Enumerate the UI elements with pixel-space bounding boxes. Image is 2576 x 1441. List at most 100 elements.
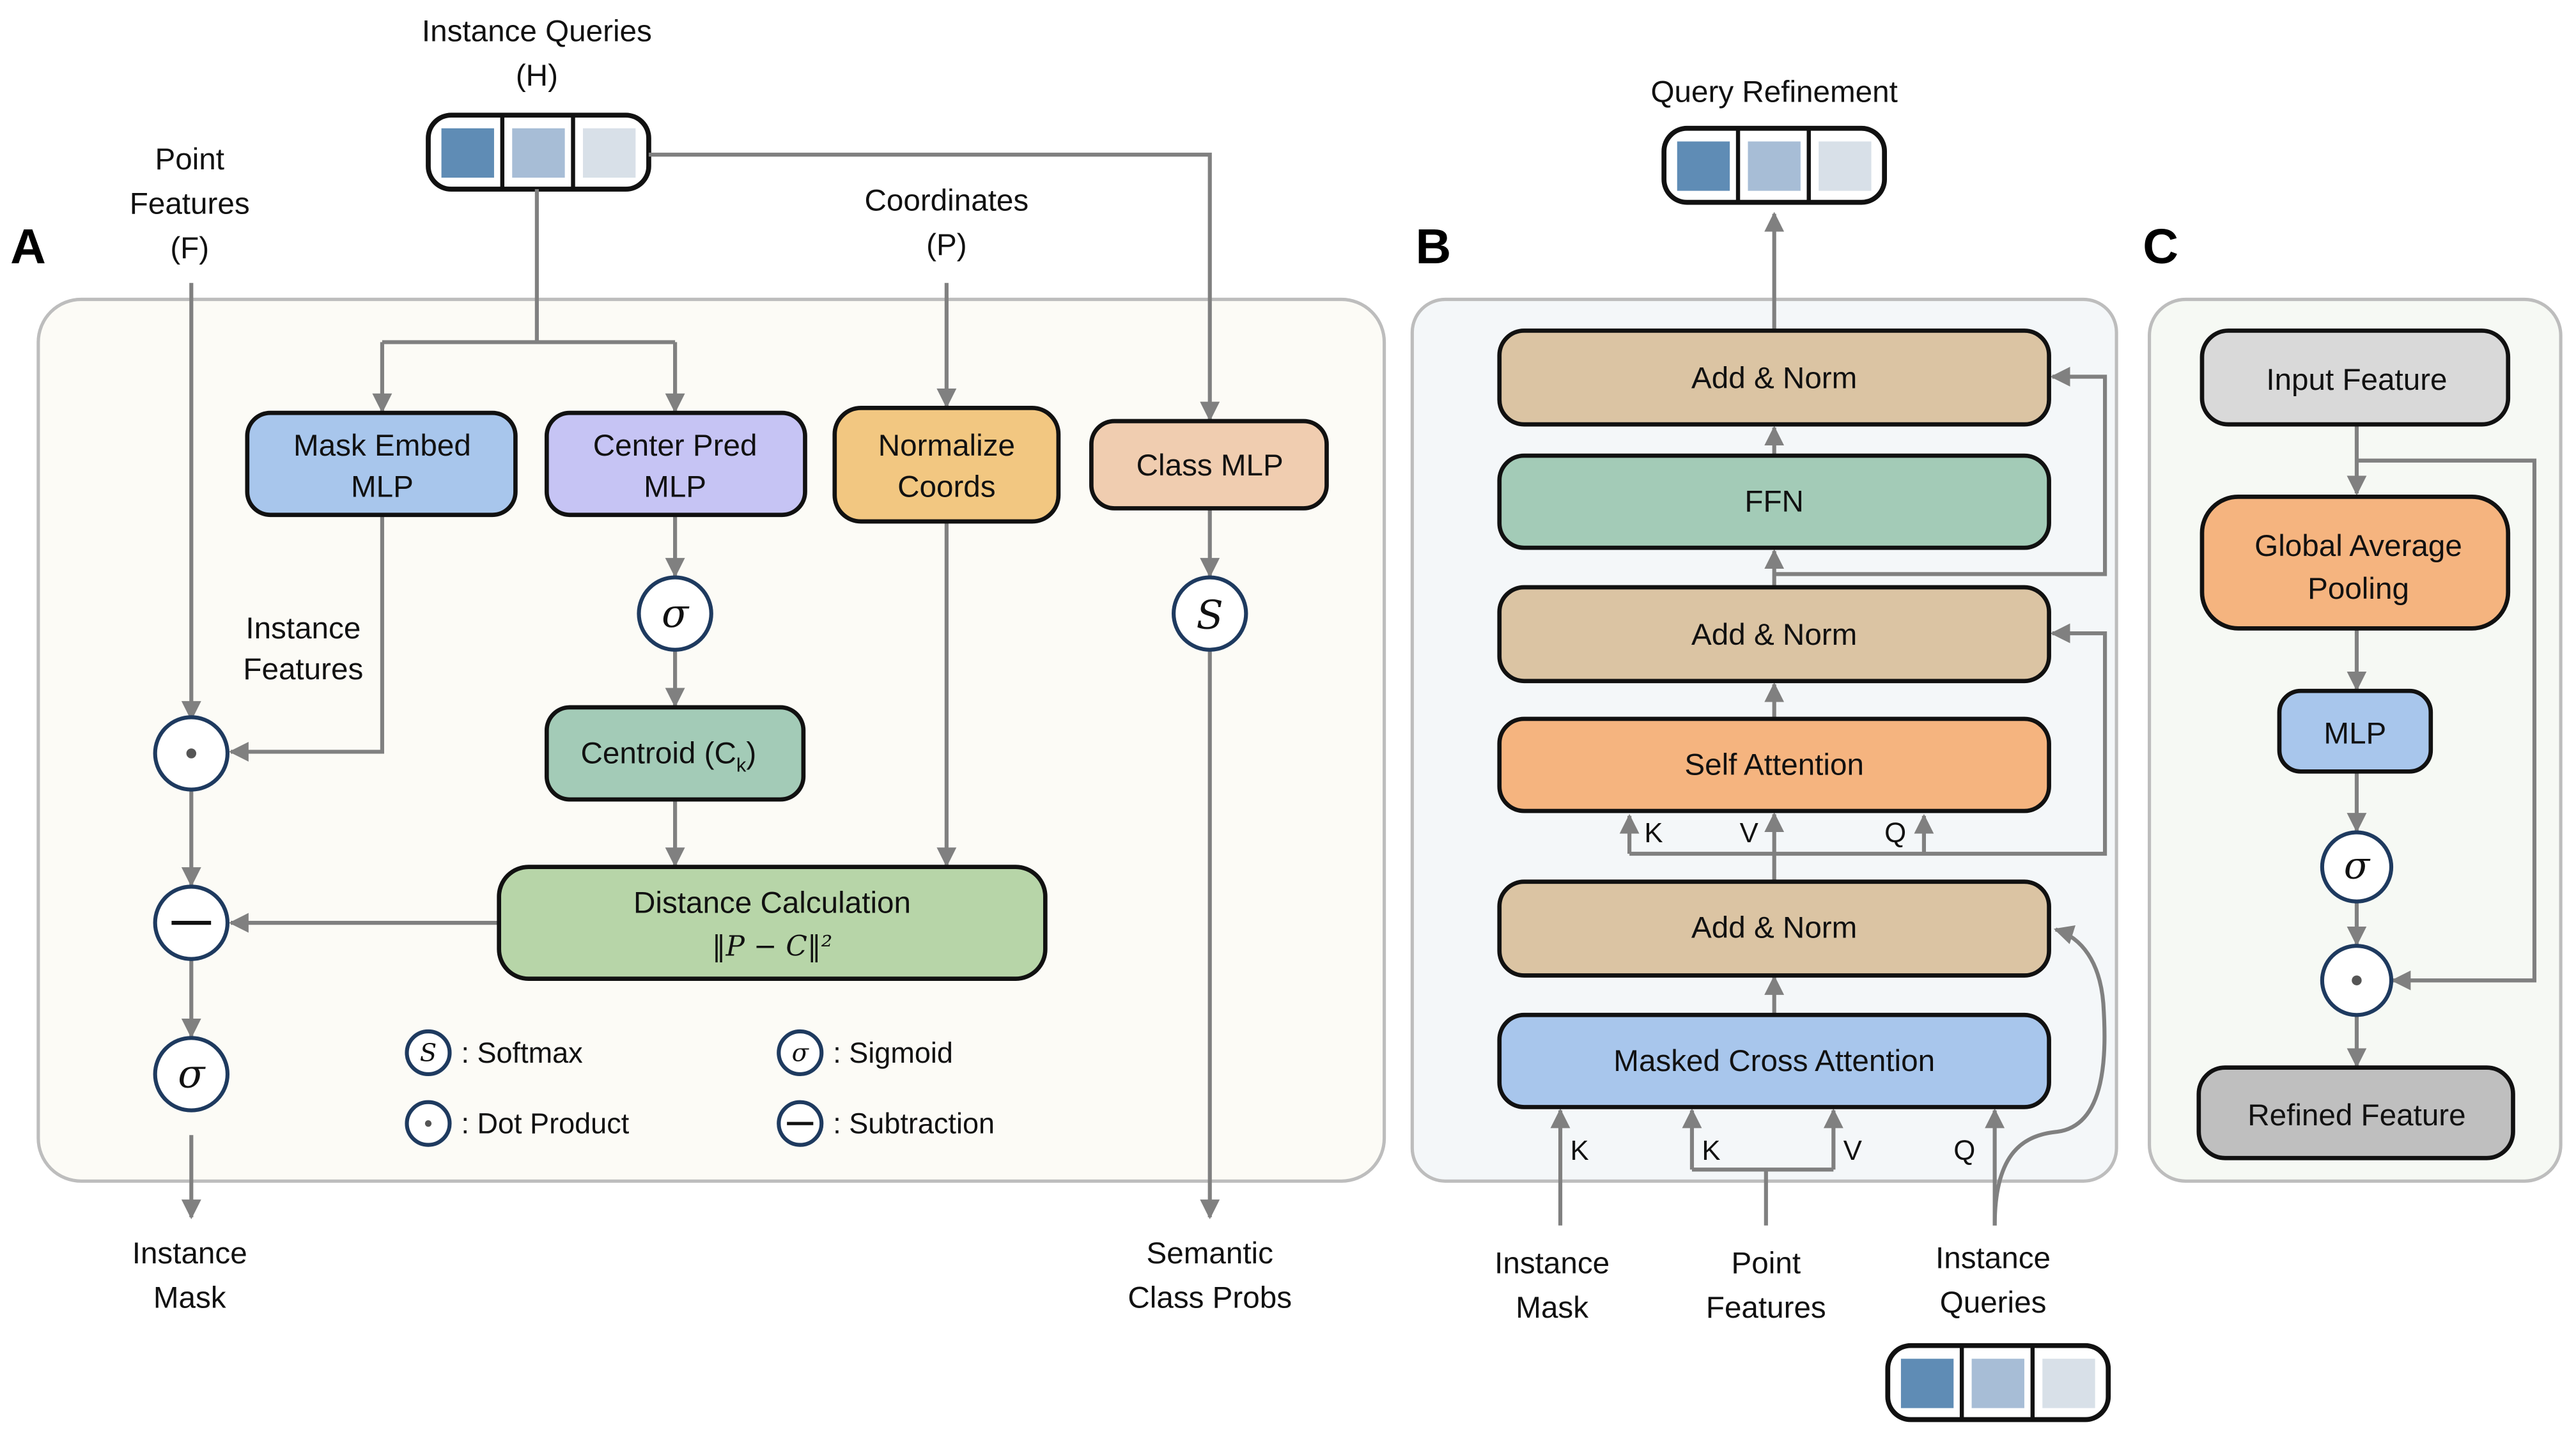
coordinates-label-line1: Coordinates	[864, 183, 1028, 217]
query-cell-3	[582, 128, 636, 178]
legend-label-subtraction: : Subtraction	[833, 1107, 995, 1140]
query-cell-1	[1900, 1359, 1954, 1408]
dot-product-op	[153, 715, 230, 792]
panel-b: B Query Refinement	[1410, 75, 2118, 1422]
masked-cross-attention-layer: Masked Cross Attention	[1497, 1012, 2051, 1109]
input-feature-node: Input Feature	[2200, 328, 2511, 427]
legend-item-softmax: S : Softmax	[405, 1029, 583, 1077]
add-norm-mid-layer: Add & Norm	[1497, 585, 2051, 684]
centroid-label: Centroid (Ck)	[580, 736, 756, 776]
point-features-label-line3: (F)	[170, 231, 209, 265]
sigmoid-op-center: σ	[637, 575, 713, 652]
class-mlp-label: Class MLP	[1137, 449, 1284, 482]
query-refinement-title: Query Refinement	[1651, 75, 1898, 109]
b-instance-queries-line2: Queries	[1940, 1286, 2047, 1320]
query-cell-3	[1819, 141, 1872, 191]
masked-cross-attention-label: Masked Cross Attention	[1613, 1044, 1935, 1078]
cross-attn-q-label: Q	[1953, 1135, 1975, 1166]
softmax-op: S	[1172, 575, 1248, 652]
panel-b-wires	[1550, 212, 2107, 1226]
dot-icon	[2352, 975, 2362, 985]
query-cell-2	[1748, 141, 1801, 191]
instance-mask-output-line1: Instance	[132, 1237, 247, 1270]
b-instance-queries-line1: Instance	[1936, 1242, 2051, 1275]
point-features-label-line1: Point	[155, 143, 224, 176]
normalize-coords-node: Normalize Coords	[832, 406, 1061, 524]
semantic-class-probs-line2: Class Probs	[1128, 1281, 1292, 1314]
sigmoid-icon: σ	[792, 1038, 810, 1067]
legend-item-subtraction: : Subtraction	[777, 1100, 995, 1147]
instance-mask-output-line2: Mask	[153, 1281, 226, 1314]
legend-label-sigmoid: : Sigmoid	[833, 1036, 953, 1069]
sigmoid-icon: σ	[178, 1051, 206, 1097]
centroid-node: Centroid (Ck)	[544, 705, 806, 802]
query-cell-2	[1971, 1359, 2024, 1408]
input-feature-label: Input Feature	[2266, 363, 2447, 397]
add-norm-bottom-layer: Add & Norm	[1497, 879, 2051, 978]
mask-embed-mlp-node: Mask Embed MLP	[245, 410, 518, 518]
instance-queries-label-line1: Instance Queries	[422, 14, 652, 48]
distance-formula: ‖P − C‖²	[712, 930, 833, 963]
b-point-features-line2: Features	[1706, 1291, 1826, 1325]
global-average-pooling-node: Global Average Pooling	[2200, 495, 2511, 631]
dot-icon	[186, 748, 197, 759]
dot-product-op-c	[2320, 944, 2394, 1017]
ffn-layer: FFN	[1497, 453, 2051, 550]
center-pred-mlp-label-line2: MLP	[644, 470, 706, 504]
coordinates-label-line2: (P)	[926, 228, 966, 262]
legend-label-softmax: : Softmax	[461, 1036, 583, 1069]
add-norm-bottom-label: Add & Norm	[1691, 911, 1857, 944]
point-features-label-line2: Features	[130, 187, 250, 221]
sigmoid-icon: σ	[662, 590, 690, 636]
subtraction-op	[153, 884, 230, 961]
sigmoid-op-mask: σ	[153, 1036, 230, 1113]
cross-attn-k-label: K	[1702, 1135, 1720, 1166]
mask-embed-mlp-label-line2: MLP	[351, 470, 414, 504]
sigmoid-icon: σ	[2344, 844, 2371, 888]
center-pred-mlp-label-line1: Center Pred	[593, 429, 757, 463]
refined-feature-label: Refined Feature	[2247, 1098, 2465, 1132]
self-attn-k-label: K	[1644, 817, 1663, 849]
mlp-node: MLP	[2277, 688, 2433, 774]
panel-a-letter: A	[10, 219, 46, 274]
b-instance-mask-line2: Mask	[1516, 1291, 1588, 1325]
refined-feature-node: Refined Feature	[2196, 1065, 2515, 1160]
query-cell-2	[512, 128, 565, 178]
cross-attn-v-label: V	[1843, 1135, 1862, 1166]
sigmoid-op-c: σ	[2320, 830, 2394, 904]
self-attention-layer: Self Attention	[1497, 716, 2051, 813]
b-instance-mask-line1: Instance	[1494, 1246, 1610, 1280]
query-cell-3	[2042, 1359, 2095, 1408]
self-attention-label: Self Attention	[1684, 748, 1864, 782]
instance-features-label-line1: Instance	[245, 612, 361, 645]
add-norm-top-layer: Add & Norm	[1497, 328, 2051, 427]
instance-queries-vector	[426, 112, 651, 192]
add-norm-top-label: Add & Norm	[1691, 362, 1857, 396]
legend-item-sigmoid: σ : Sigmoid	[777, 1029, 953, 1077]
self-attn-q-label: Q	[1884, 817, 1906, 849]
input-queries-vector	[1885, 1343, 2111, 1422]
normalize-coords-label-line2: Coords	[897, 470, 995, 504]
mlp-label: MLP	[2324, 717, 2386, 751]
distance-calculation-label: Distance Calculation	[633, 886, 911, 920]
panel-b-letter: B	[1416, 219, 1452, 274]
panel-c-letter: C	[2143, 219, 2178, 274]
legend-label-dot-product: : Dot Product	[461, 1107, 629, 1140]
add-norm-mid-label: Add & Norm	[1691, 618, 1857, 652]
legend-item-dot-product: : Dot Product	[405, 1100, 630, 1147]
softmax-icon: S	[1197, 592, 1223, 638]
center-pred-mlp-node: Center Pred MLP	[544, 410, 807, 518]
b-point-features-line1: Point	[1732, 1246, 1801, 1280]
distance-calculation-node: Distance Calculation ‖P − C‖²	[497, 865, 1048, 981]
gap-label-line2: Pooling	[2308, 572, 2409, 606]
query-cell-1	[441, 128, 494, 178]
panel-a: A Instance Queries (H) Point Features (F…	[10, 14, 1386, 1314]
mask-embed-mlp-label-line1: Mask Embed	[293, 429, 471, 463]
query-cell-1	[1677, 141, 1730, 191]
refined-queries-vector	[1661, 125, 1888, 205]
dot-icon	[424, 1120, 432, 1127]
semantic-class-probs-line1: Semantic	[1146, 1237, 1273, 1270]
panel-a-wires	[181, 152, 1220, 1219]
cross-attn-k-mask-label: K	[1570, 1135, 1588, 1166]
